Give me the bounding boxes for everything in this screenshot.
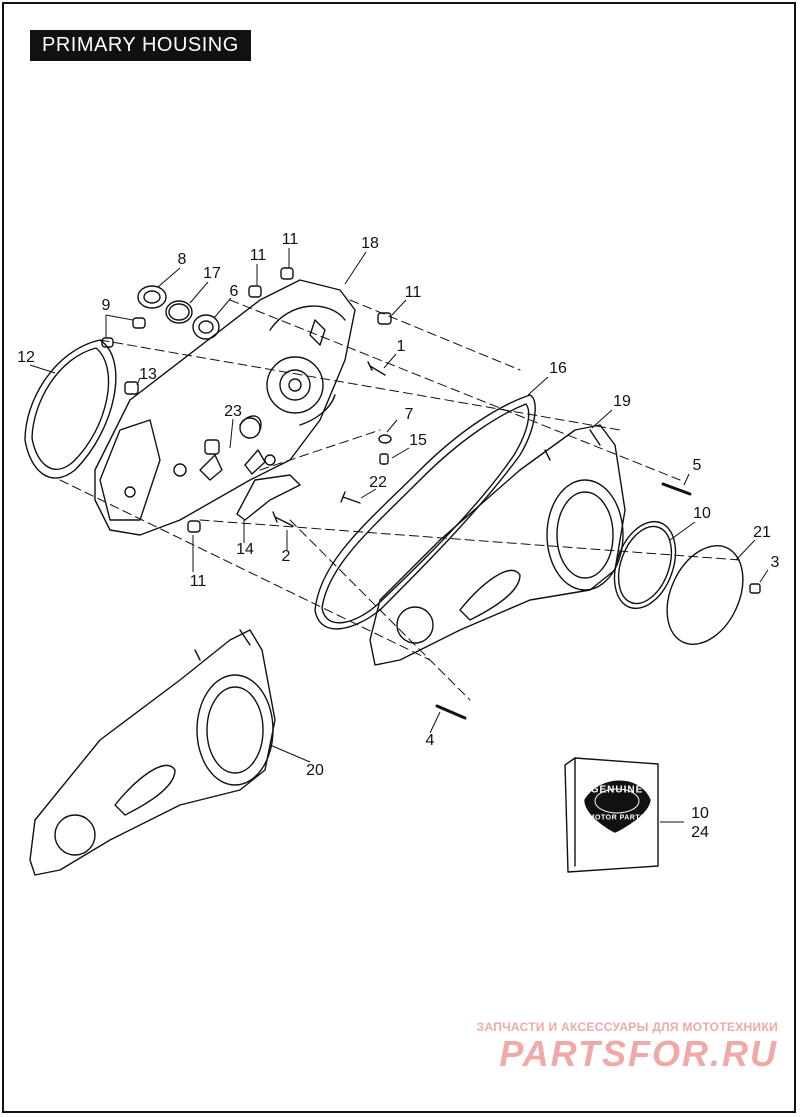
retaining-ring-17 xyxy=(165,300,193,324)
callout-2: 2 xyxy=(281,548,291,565)
bolt-2 xyxy=(272,511,294,527)
part-23 xyxy=(199,449,266,481)
bolt-22 xyxy=(340,491,361,504)
callout-18: 18 xyxy=(361,235,379,252)
parts-package xyxy=(564,757,659,873)
callout-6: 6 xyxy=(229,283,239,300)
callout-23: 23 xyxy=(224,403,242,420)
callout-11-a: 11 xyxy=(249,247,267,264)
chain-guide-14 xyxy=(236,474,301,521)
callout-11-top: 11 xyxy=(281,231,299,248)
watermark-brand: PARTSFOR.RU xyxy=(499,1033,778,1074)
leader-lines xyxy=(29,248,769,823)
callout-16: 16 xyxy=(549,360,567,377)
callout-7: 7 xyxy=(404,406,414,423)
screw-3 xyxy=(749,583,761,594)
callout-17: 17 xyxy=(203,265,221,282)
callout-20: 20 xyxy=(306,762,324,779)
seal-8 xyxy=(137,285,167,309)
callout-1: 1 xyxy=(396,338,406,355)
dowel-pins xyxy=(101,267,392,533)
screw-1 xyxy=(367,361,386,376)
inner-primary-housing xyxy=(94,279,356,536)
gasket-16 xyxy=(314,394,536,630)
gasket-12 xyxy=(24,339,117,479)
o-ring-7 xyxy=(378,434,392,444)
callout-11-right: 11 xyxy=(404,284,422,301)
callout-13: 13 xyxy=(139,366,157,383)
callout-10-b: 10 xyxy=(691,805,709,822)
screw-5 xyxy=(661,482,692,496)
genuine-logo xyxy=(594,788,640,814)
bearing-6 xyxy=(192,314,220,340)
callout-19: 19 xyxy=(613,393,631,410)
callout-24: 24 xyxy=(691,824,709,841)
callout-11-bottom: 11 xyxy=(189,573,207,590)
o-ring-10 xyxy=(613,520,677,610)
watermark-tagline: ЗАПЧАСТИ И АКСЕССУАРЫ ДЛЯ МОТОТЕХНИКИ xyxy=(476,1020,778,1034)
watermark: ЗАПЧАСТИ И АКСЕССУАРЫ ДЛЯ МОТОТЕХНИКИ PA… xyxy=(477,1020,778,1074)
callout-4: 4 xyxy=(425,732,435,749)
derby-cover-21 xyxy=(666,545,744,645)
callout-22: 22 xyxy=(369,474,387,491)
fitting-15 xyxy=(379,453,389,465)
primary-cover-20 xyxy=(29,629,276,876)
badge-text-bottom: MOTOR PARTS xyxy=(588,814,646,822)
callout-8: 8 xyxy=(177,251,187,268)
bolt-4 xyxy=(435,704,467,720)
callout-21: 21 xyxy=(753,524,771,541)
callout-5: 5 xyxy=(692,457,702,474)
callout-15: 15 xyxy=(409,432,427,449)
primary-cover-19 xyxy=(369,424,626,666)
callout-12: 12 xyxy=(17,349,35,366)
callout-9: 9 xyxy=(101,297,111,314)
callout-3: 3 xyxy=(770,554,780,571)
badge-text-top: GENUINE xyxy=(590,784,644,796)
page-title: PRIMARY HOUSING xyxy=(30,30,251,61)
callout-14: 14 xyxy=(236,541,254,558)
callout-10-a: 10 xyxy=(693,505,711,522)
